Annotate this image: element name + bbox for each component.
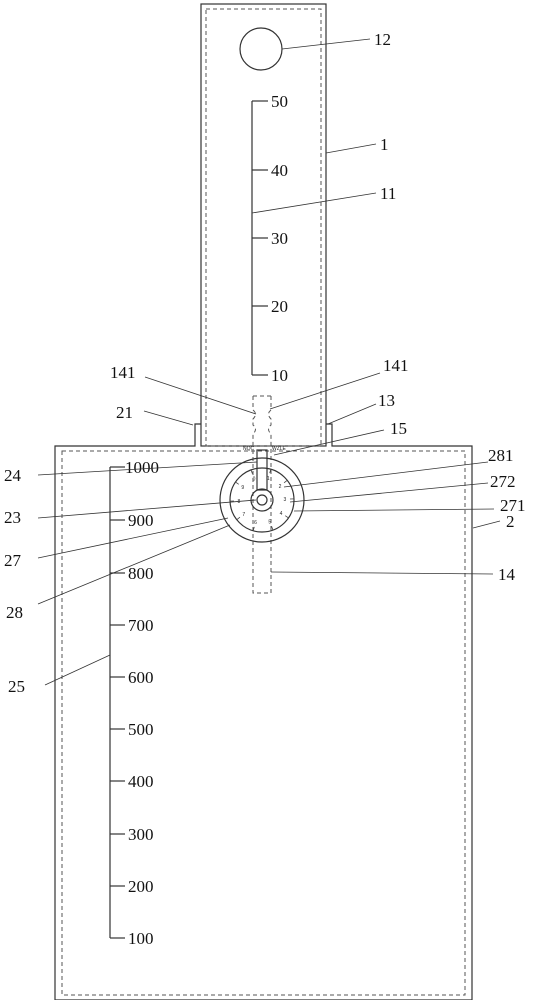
label-28: 28 [6, 603, 23, 622]
neck-mark: NQC [243, 446, 255, 452]
upper-scale-label: 20 [271, 297, 288, 316]
lower-bag [54, 423, 473, 1000]
dial-tick [271, 526, 274, 531]
label-1: 1 [380, 135, 389, 154]
label-27: 27 [4, 551, 22, 570]
lower-scale-label: 200 [128, 877, 154, 896]
dial-number: 1 [267, 476, 270, 482]
lower-scale: 1000 900 800 700 600 500 400 300 200 100 [109, 458, 159, 948]
label-23: 23 [4, 508, 21, 527]
dial-number: 6 [254, 520, 257, 526]
upper-scale-label: 10 [271, 366, 288, 385]
label-12: 12 [374, 30, 391, 49]
dial-number: 7 [242, 512, 245, 518]
upper-scale-label: 50 [271, 92, 288, 111]
dial-tick [236, 516, 241, 521]
dial-tick [250, 469, 253, 474]
label-141-left: 141 [110, 363, 136, 382]
label-14: 14 [498, 565, 516, 584]
dial-number: 0 [253, 476, 256, 482]
dial-number: 3 [283, 497, 286, 503]
lower-scale-label: 1000 [125, 458, 159, 477]
lower-scale-label: 700 [128, 616, 154, 635]
lower-scale-label: 800 [128, 564, 154, 583]
connecting-tube: NQC WZLE [243, 395, 287, 594]
label-24: 24 [4, 466, 22, 485]
lower-scale-label: 500 [128, 720, 154, 739]
upper-scale: 50 40 30 20 10 [251, 92, 288, 385]
leader-lines [37, 38, 501, 686]
hanging-hole [239, 27, 283, 71]
lower-scale-label: 300 [128, 825, 154, 844]
label-271: 271 [500, 496, 526, 515]
lower-scale-label: 100 [128, 929, 154, 948]
dial-number: 5 [268, 520, 271, 526]
lower-scale-label: 900 [128, 511, 154, 530]
label-272: 272 [490, 472, 516, 491]
label-11: 11 [380, 184, 396, 203]
label-281: 281 [488, 446, 514, 465]
dial-number: 4 [280, 511, 283, 517]
dial-ticks [230, 469, 294, 531]
label-25: 25 [8, 677, 25, 696]
dial-tick [235, 481, 240, 485]
dial-number: 9 [241, 485, 244, 491]
label-2: 2 [506, 512, 515, 531]
reference-labels: 12 1 11 141 141 21 13 15 281 272 271 24 … [4, 30, 526, 696]
upper-scale-label: 30 [271, 229, 288, 248]
dial-tick [283, 479, 288, 484]
label-13: 13 [378, 391, 395, 410]
dial-tick [252, 526, 255, 531]
label-15: 15 [390, 419, 407, 438]
upper-scale-label: 40 [271, 161, 288, 180]
label-141-right: 141 [383, 356, 409, 375]
lower-scale-label: 400 [128, 772, 154, 791]
dial-tick [284, 515, 289, 519]
label-21: 21 [116, 403, 133, 422]
dial-number: 2 [279, 484, 282, 490]
dial-tick [269, 469, 272, 474]
lower-scale-label: 600 [128, 668, 154, 687]
neck-mark: WZLE [272, 446, 287, 452]
